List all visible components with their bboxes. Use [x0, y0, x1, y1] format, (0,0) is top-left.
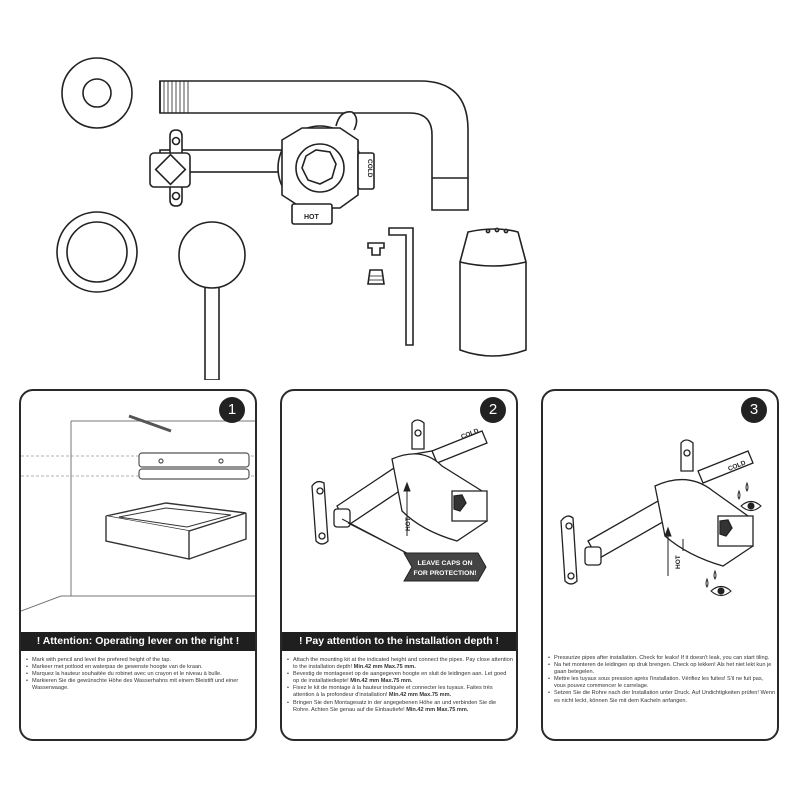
step-instructions: Mark with pencil and level the prefered … [25, 657, 253, 692]
instruction-item: Markeer met potlood en waterpas de gewen… [25, 664, 253, 671]
step-1-panel: 1 ! Attention: Operating lever on the ri… [19, 389, 257, 741]
instruction-item: Attach the mounting kit at the indicated… [286, 657, 514, 671]
instruction-item: Bevestig de montageset op de aangegeven … [286, 671, 514, 685]
step-number: 3 [741, 397, 767, 423]
hot-label: HOT [304, 214, 320, 221]
hot-label: HOT [675, 555, 682, 569]
parts-overview: HOT COLD [56, 57, 527, 380]
step-instructions: Pressurize pipes after installation. Che… [547, 655, 775, 705]
step-2-illustration: LEAVE CAPS ON FOR PROTECTION! COLD HOT [311, 419, 488, 582]
hex-key [388, 227, 414, 346]
lever-handle [178, 221, 246, 380]
eye-icon [710, 500, 762, 597]
step-3-panel: COLD HOT 3 Pressurize pipes after instal… [541, 389, 779, 741]
large-rosette [56, 211, 138, 293]
instruction-item: Na het monteren de leidingen op druk bre… [547, 662, 775, 676]
instruction-item: Bringen Sie den Montagesatz in der angeg… [286, 700, 514, 714]
water-drop-icon [705, 481, 749, 588]
step-3-illustration: COLD HOT [560, 439, 762, 597]
instruction-item: Mettre les tuyaux sous pression après l'… [547, 676, 775, 690]
instruction-item: Setzen Sie die Rohre nach der Installati… [547, 690, 775, 704]
instruction-item: Fixez le kit de montage à la hauteur ind… [286, 685, 514, 699]
mixer-body [149, 110, 375, 225]
step-2-panel: LEAVE CAPS ON FOR PROTECTION! COLD HOT 2… [280, 389, 518, 741]
grub-screw-and-cap [367, 242, 385, 285]
cover-sleeve [459, 227, 527, 357]
step-1-illustration [21, 414, 255, 612]
instruction-item: Marquez la hauteur souhaitée du robinet … [25, 671, 253, 678]
instruction-item: Pressurize pipes after installation. Che… [547, 655, 775, 662]
spout [159, 80, 469, 211]
cold-label: COLD [366, 159, 373, 178]
step-instructions: Attach the mounting kit at the indicated… [286, 657, 514, 714]
instruction-item: Markieren Sie die gewünschte Höhe des Wa… [25, 678, 253, 692]
callout-line-1: LEAVE CAPS ON [417, 560, 472, 567]
instruction-item: Mark with pencil and level the prefered … [25, 657, 253, 664]
step-number: 1 [219, 397, 245, 423]
step-heading: ! Pay attention to the installation dept… [282, 632, 516, 651]
step-number: 2 [480, 397, 506, 423]
callout-line-2: FOR PROTECTION! [413, 570, 476, 577]
small-rosette [61, 57, 133, 129]
step-heading: ! Attention: Operating lever on the righ… [21, 632, 255, 651]
hot-label: HOT [405, 517, 412, 531]
